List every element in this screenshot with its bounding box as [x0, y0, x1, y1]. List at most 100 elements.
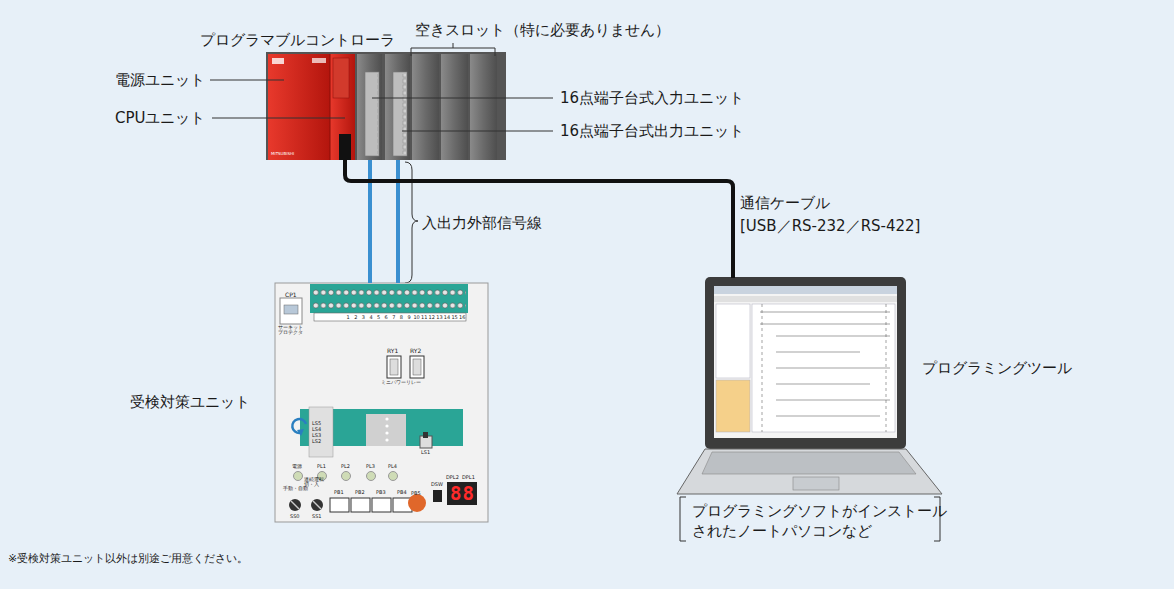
terminal-number: 12 — [428, 314, 436, 321]
laptop-part — [762, 304, 886, 432]
trainer-unit-part — [280, 298, 302, 324]
device-label: LS3 — [312, 432, 321, 438]
laptop-part — [760, 312, 890, 416]
trainer-unit-part — [385, 431, 388, 434]
node-title: プログラミングツール — [922, 359, 1072, 377]
trainer-unit-part — [366, 414, 406, 446]
terminal-number: 13 — [436, 314, 444, 321]
laptop — [677, 277, 942, 494]
device-label: 連続運転 切・入 — [304, 478, 326, 488]
brand-mark: MITSUBISHI — [271, 152, 294, 157]
trainer-unit-part — [385, 424, 388, 427]
trainer-unit-part — [408, 494, 426, 512]
laptop-part — [705, 277, 906, 449]
device-label: サーキットプロテクタ — [278, 326, 306, 336]
trainer-unit-part — [413, 359, 421, 375]
plc-rack-part — [312, 58, 326, 63]
trainer-unit-part — [297, 429, 304, 436]
terminal-number: 10 — [413, 314, 421, 321]
plc-rack — [266, 52, 506, 160]
slot-note: 空きスロット（特に必要ありません） — [415, 21, 670, 39]
plc-rack-part — [365, 72, 379, 156]
footnote: ※受検対策ユニット以外は別途ご用意ください。 — [8, 552, 248, 565]
terminal-number: 2 — [352, 314, 360, 321]
trainer-unit-part — [330, 498, 349, 512]
laptop-part — [677, 449, 942, 494]
trainer-unit-part — [387, 356, 401, 378]
plc-rack-part — [470, 54, 497, 160]
laptop-part — [714, 296, 897, 302]
plc-rack-part — [268, 54, 330, 160]
trainer-unit-part — [447, 482, 477, 505]
trainer-unit-part — [311, 499, 323, 511]
trainer-unit-part — [312, 286, 466, 312]
terminal-number: 5 — [375, 314, 383, 321]
laptop-part — [752, 304, 895, 432]
trainer-unit-part — [275, 283, 488, 522]
device-label: RY1 — [387, 347, 398, 354]
laptop-part — [716, 380, 750, 432]
trainer-unit-part — [410, 356, 424, 378]
device-label: LS1 — [421, 449, 430, 455]
trainer-unit-part — [433, 490, 442, 502]
terminal-number: 6 — [382, 314, 390, 321]
trainer-unit — [275, 283, 488, 522]
plc-rack-part — [412, 54, 439, 160]
trainer-unit-part — [351, 498, 370, 512]
laptop-part — [714, 286, 897, 438]
plc-unit: プログラマブルコントローラ — [268, 52, 505, 160]
leader-line-part — [402, 131, 553, 132]
trainer-unit-part — [314, 313, 466, 321]
device-label: PB1 — [334, 489, 344, 495]
trainer-unit-part — [309, 407, 333, 457]
trainer-unit-part — [284, 305, 298, 314]
laptop-part — [793, 477, 839, 490]
trainer-unit-part — [291, 501, 299, 509]
terminal-number: 4 — [367, 314, 375, 321]
device-label: PB5 — [411, 490, 421, 496]
trainer-unit-part — [367, 472, 376, 481]
communication-cable — [345, 160, 733, 278]
trainer-unit-part — [390, 359, 398, 375]
device-label: PL2 — [341, 463, 350, 469]
plc-rack-part — [330, 54, 355, 160]
device-label: RY2 — [410, 347, 421, 354]
terminal-number: 8 — [398, 314, 406, 321]
trainer-unit-part — [289, 499, 301, 511]
device-label: PL3 — [366, 463, 375, 469]
trainer-unit-part — [423, 432, 428, 438]
bracket-part — [411, 43, 495, 56]
signal-wire — [370, 160, 398, 283]
trainer-unit-part — [372, 498, 391, 512]
plc-rack-part — [272, 58, 284, 64]
trainer-unit-part — [385, 417, 388, 420]
part-name: CPUユニット — [115, 109, 206, 127]
part-name: 16点端子台式出力ユニット — [560, 122, 744, 140]
edge-label: 通信ケーブル — [740, 194, 830, 212]
cable-type: [USB／RS-232／RS-422] — [740, 217, 920, 235]
terminal-number: 1 — [344, 314, 352, 321]
plc-rack-part — [330, 54, 331, 160]
laptop-part — [702, 452, 916, 474]
device-label: LS4 — [312, 426, 321, 432]
device-label: SS1 — [312, 513, 322, 519]
part-name: 16点端子台式入力ユニット — [560, 89, 744, 107]
plc-rack-part — [385, 54, 410, 160]
device-label: 電源 — [292, 463, 302, 469]
terminal-number: 9 — [405, 314, 413, 321]
device-label: PL4 — [388, 463, 397, 469]
programming-tool: プログラミングツールプログラミングソフトがインストール されたノートパソコンなど — [680, 278, 940, 495]
laptop-part — [716, 304, 750, 378]
terminal-number: 15 — [451, 314, 459, 321]
terminal-number: 7 — [390, 314, 398, 321]
node-title: プログラマブルコントローラ — [200, 31, 395, 49]
device-label: DSW — [431, 481, 443, 487]
plc-rack-part — [266, 52, 506, 160]
leader-line-part — [372, 98, 553, 99]
plc-rack-part — [394, 74, 406, 154]
device-label: ミニパワーリレー — [381, 380, 421, 385]
leader-line-part — [212, 118, 345, 119]
plc-rack-part — [393, 72, 407, 156]
trainer-unit-part — [385, 438, 388, 441]
part-name: 電源ユニット — [115, 71, 205, 89]
